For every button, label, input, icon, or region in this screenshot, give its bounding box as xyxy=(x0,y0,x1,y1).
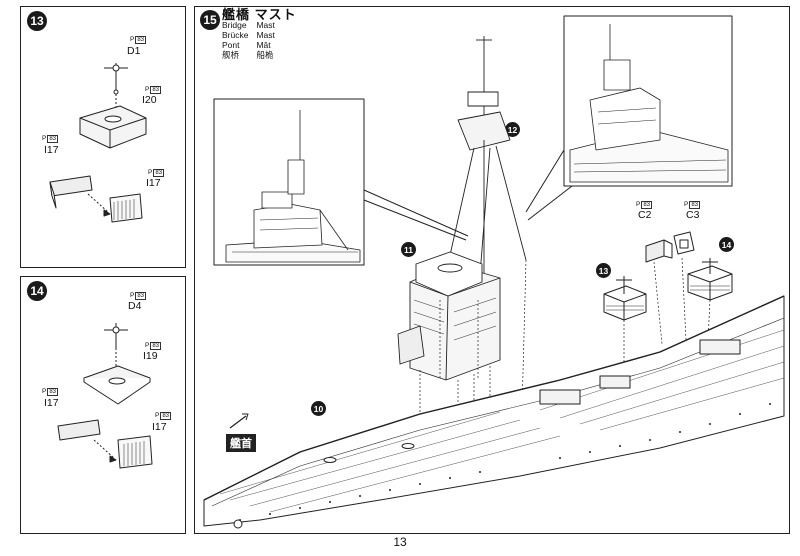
part-i20-icon xyxy=(79,105,147,149)
bow-direction-label: 艦首 xyxy=(226,434,256,452)
part-d1-icon xyxy=(104,63,128,95)
part-c3-icon xyxy=(673,231,695,255)
part-label-i17: I17 xyxy=(44,144,59,156)
step-13-badge: 13 xyxy=(27,11,47,31)
mast-assembly xyxy=(439,36,527,301)
name-lang: Pont xyxy=(222,40,240,50)
part-13-icon xyxy=(603,276,647,321)
page-number: 13 xyxy=(393,535,407,549)
step-14-panel xyxy=(20,276,186,534)
name-lang: Brücke xyxy=(222,30,249,40)
name-value: Mast xyxy=(256,30,275,40)
part-label-i20: I20 xyxy=(142,94,157,106)
part-d4-icon xyxy=(104,323,128,350)
part-label-i17: I17 xyxy=(152,421,167,433)
part-14-icon xyxy=(687,258,733,301)
callout-10: 10 xyxy=(311,401,326,416)
bridge-tower xyxy=(397,251,501,381)
bridge-detail-left xyxy=(225,110,361,263)
part-i17-icon xyxy=(49,175,143,223)
name-lang: Bridge xyxy=(222,20,247,30)
ship-hull xyxy=(203,295,785,529)
part-label-c2: C2 xyxy=(638,209,652,221)
step-14-badge: 14 xyxy=(27,281,47,301)
part-i19-icon xyxy=(83,365,151,405)
name-value: 船桅 xyxy=(256,50,274,60)
part-label-d1: D1 xyxy=(127,45,141,57)
part-c2-icon xyxy=(645,239,673,263)
part-label-d4: D4 xyxy=(128,300,142,312)
callout-11: 11 xyxy=(401,242,416,257)
name-value: Mât xyxy=(256,40,271,50)
name-value: Mast xyxy=(256,20,275,30)
part-label-i19: I19 xyxy=(143,350,158,362)
title-japanese: 艦橋 マスト xyxy=(222,7,297,22)
callout-14: 14 xyxy=(719,237,734,252)
bridge-detail-right xyxy=(569,24,729,183)
part-label-i17: I17 xyxy=(44,397,59,409)
part-i17-icon xyxy=(57,419,153,469)
part-label-i17: I17 xyxy=(146,177,161,189)
name-lang: 舰桥 xyxy=(222,50,240,60)
callout-12: 12 xyxy=(505,122,520,137)
part-label-c3: C3 xyxy=(686,209,700,221)
callout-13: 13 xyxy=(596,263,611,278)
step-15-badge: 15 xyxy=(200,10,220,30)
